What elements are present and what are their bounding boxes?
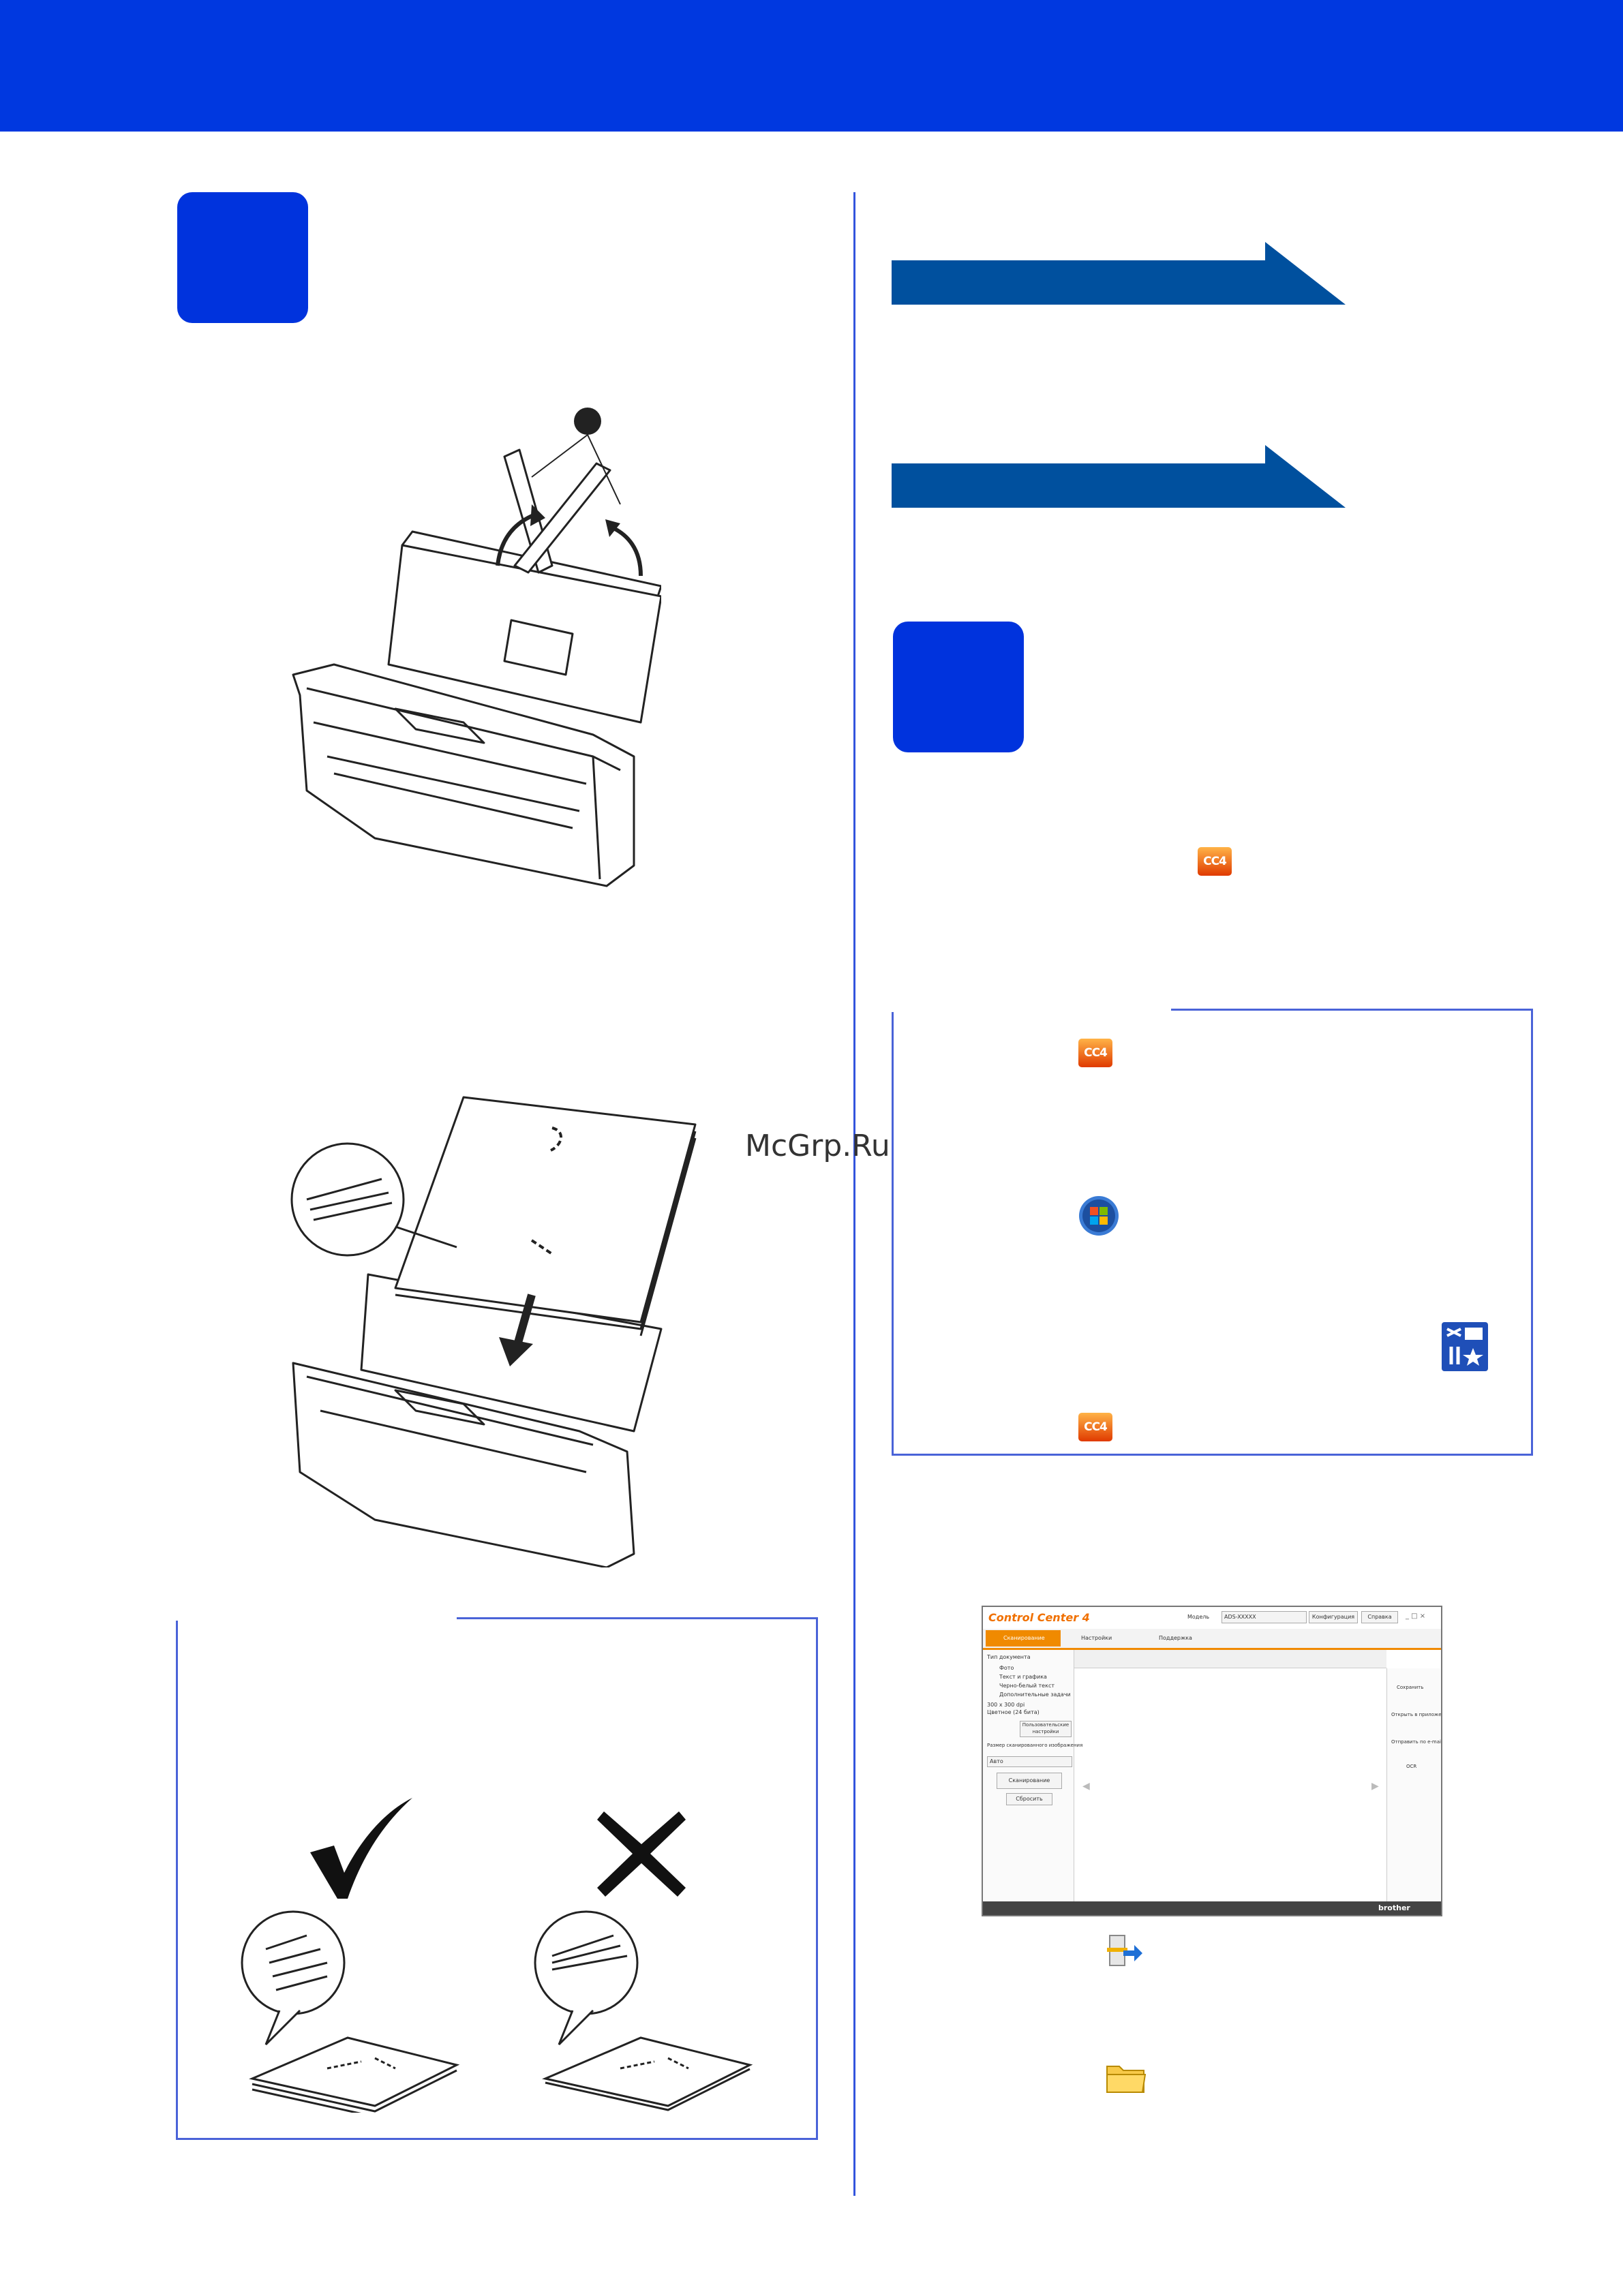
footer-brand: brother bbox=[1378, 1903, 1410, 1912]
clear-button[interactable]: Сбросить bbox=[1006, 1793, 1052, 1805]
doc-type-photo[interactable]: Фото bbox=[999, 1665, 1014, 1671]
scan-size-select[interactable]: Авто bbox=[987, 1756, 1072, 1767]
info-box bbox=[892, 1009, 1533, 1456]
prev-page-arrow[interactable]: ◀ bbox=[1082, 1781, 1090, 1792]
resolution-text: 300 x 300 dpi bbox=[987, 1702, 1025, 1708]
cc4-icon[interactable]: CC4 bbox=[1078, 1413, 1112, 1441]
info-box-gap bbox=[890, 1007, 1171, 1012]
scanner-loading-illustration bbox=[290, 1096, 697, 1567]
window-controls[interactable]: _ □ × bbox=[1406, 1612, 1426, 1620]
control-center-window: Control Center 4 Модель ADS-XXXXX Конфиг… bbox=[982, 1606, 1442, 1916]
folder-icon[interactable] bbox=[1104, 2060, 1148, 2096]
scan-size-value: Авто bbox=[990, 1758, 1003, 1764]
doc-type-custom[interactable]: Дополнительные задачи bbox=[999, 1692, 1071, 1698]
check-icon bbox=[310, 1798, 412, 1899]
scan-icon[interactable] bbox=[1103, 1930, 1144, 1971]
model-label: Модель bbox=[1187, 1614, 1210, 1620]
cc-footer: brother bbox=[983, 1901, 1441, 1915]
action-open-app[interactable]: Открыть в приложении bbox=[1391, 1712, 1442, 1717]
action-save[interactable]: Сохранить bbox=[1397, 1685, 1424, 1690]
aligned-stack-illustration bbox=[534, 1910, 753, 2111]
cc-toolbar bbox=[1074, 1650, 1386, 1668]
model-select[interactable]: ADS-XXXXX bbox=[1222, 1611, 1307, 1623]
doc-type-text-graphics[interactable]: Текст и графика bbox=[999, 1674, 1047, 1680]
windows-start-icon[interactable] bbox=[1078, 1195, 1119, 1236]
doc-type-bw-text[interactable]: Черно-белый текст bbox=[999, 1683, 1055, 1689]
watermark: McGrp.Ru bbox=[745, 1129, 890, 1163]
custom-settings-button[interactable]: Пользовательские настройки bbox=[1020, 1721, 1072, 1737]
model-value: ADS-XXXXX bbox=[1224, 1614, 1256, 1620]
tab-device-settings[interactable]: Настройки устройства bbox=[1081, 1635, 1114, 1657]
action-ocr[interactable]: OCR bbox=[1406, 1764, 1417, 1769]
cc-tab-bar: Сканирование Настройки устройства Поддер… bbox=[983, 1629, 1441, 1657]
next-page-arrow[interactable]: ▶ bbox=[1371, 1781, 1379, 1792]
color-text: Цветное (24 бита) bbox=[987, 1709, 1040, 1715]
paper-tip-box-gap bbox=[175, 1615, 457, 1621]
config-button[interactable]: Конфигурация bbox=[1309, 1611, 1358, 1623]
fanned-stack-illustration bbox=[241, 1910, 460, 2113]
cc4-icon[interactable]: CC4 bbox=[1078, 1039, 1112, 1067]
tab-support[interactable]: Поддержка bbox=[1159, 1635, 1192, 1641]
scanner-guides-illustration bbox=[292, 408, 661, 887]
scan-size-label: Размер сканированного изображения bbox=[987, 1743, 1083, 1748]
help-button[interactable]: Справка bbox=[1361, 1611, 1398, 1623]
cross-icon bbox=[597, 1811, 686, 1897]
cc-right-panel: Сохранить Открыть в приложении Отправить… bbox=[1386, 1668, 1442, 1901]
scan-button[interactable]: Сканирование bbox=[997, 1773, 1062, 1789]
brother-utilities-icon[interactable] bbox=[1442, 1322, 1488, 1371]
tab-scan[interactable]: Сканирование bbox=[986, 1630, 1061, 1647]
arrow-banner-2 bbox=[892, 445, 1346, 508]
step-marker-left bbox=[177, 192, 308, 323]
step-marker-right bbox=[893, 622, 1024, 752]
paper-tip-box bbox=[176, 1617, 818, 2140]
arrow-banner-1 bbox=[892, 242, 1346, 305]
action-email[interactable]: Отправить по e-mail bbox=[1391, 1739, 1442, 1745]
cc-left-panel: Тип документа Фото Текст и графика Черно… bbox=[983, 1650, 1082, 1901]
header-bar bbox=[0, 0, 1623, 132]
cc-brand: Control Center 4 bbox=[988, 1611, 1090, 1624]
doc-type-label: Тип документа bbox=[987, 1654, 1031, 1660]
cc4-icon[interactable]: CC4 bbox=[1198, 847, 1232, 876]
column-divider bbox=[853, 192, 855, 2196]
